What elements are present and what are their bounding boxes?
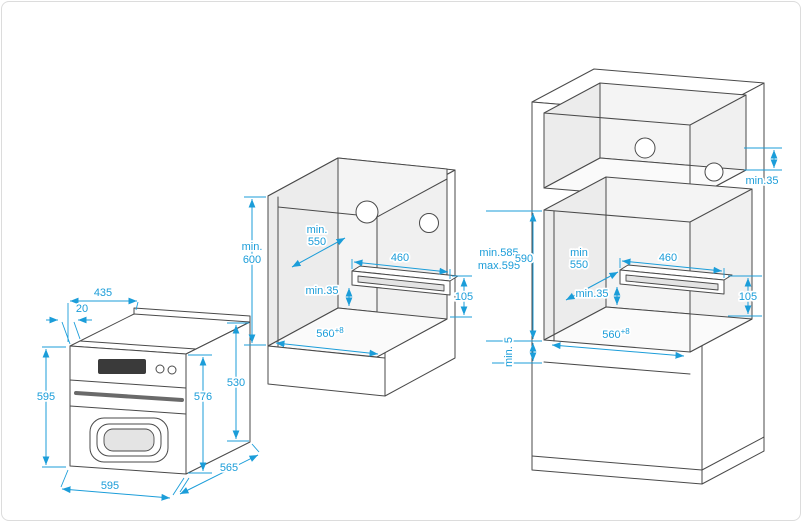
dim-tall-niche-depth-l2: 550 [570, 259, 588, 271]
oven-drawing: 435 20 595 576 530 595 56 [35, 285, 260, 501]
tall-cabinet-dimensions: min.35 min.585 max.595 590 min 550 min.3… [476, 147, 782, 369]
oven-door-handle [74, 391, 184, 402]
dim-oven-height: 595 [37, 391, 55, 403]
vent-hole-icon [704, 162, 724, 182]
dim-oven-depth: 565 [220, 462, 238, 474]
dim-oven-rear-height: 530 [227, 377, 245, 389]
dim-niche-depth-l2: 550 [308, 236, 326, 248]
dim-tall-niche-height: 590 [515, 253, 533, 265]
dim-tall-niche-height-max: max.595 [478, 260, 520, 272]
vent-hole-icon [634, 137, 656, 159]
dim-oven-top-depth: 435 [94, 287, 112, 299]
dim-niche-height-l1: min. [242, 241, 263, 253]
dim-top-clearance: min.35 [745, 175, 778, 187]
dim-oven-front-height: 576 [194, 391, 212, 403]
vent-hole-icon [419, 213, 439, 233]
dim-bottom-gap: min. 5 [503, 337, 515, 367]
dim-tall-vent-width: 460 [659, 252, 677, 264]
dim-vent-height: 105 [455, 291, 473, 303]
dim-niche-height-l2: 600 [243, 254, 261, 266]
dim-tall-vent-height: 105 [739, 291, 757, 303]
oven-door-seam [69, 405, 187, 415]
dim-niche-depth-l1: min. [307, 224, 328, 236]
tall-cabinet-drawing: min.35 min.585 max.595 590 min 550 min.3… [476, 68, 782, 485]
base-board-seam [543, 361, 691, 375]
oven-knob-icon [167, 365, 177, 375]
oven-door-glass [103, 428, 155, 452]
oven-knob-icon [155, 364, 165, 374]
built-under-dimensions: min. 600 min. 550 min.35 460 105 560+8 [240, 196, 475, 357]
dim-oven-width: 595 [101, 480, 119, 492]
plinth-seam-side [701, 436, 765, 471]
vent-hole-icon [355, 200, 379, 224]
oven-display [98, 359, 146, 374]
oven-top-seam [79, 340, 197, 350]
dim-tall-niche-height-min: min.585 [479, 247, 518, 259]
oven-control-panel-edge [69, 379, 187, 389]
dim-vent-gap: min.35 [305, 285, 338, 297]
dim-tall-niche-width: 560+8 [602, 327, 630, 341]
dim-tall-niche-depth-l1: min [570, 247, 588, 259]
dim-vent-width: 460 [391, 252, 409, 264]
dim-niche-width: 560+8 [316, 326, 344, 340]
dim-tall-vent-gap: min.35 [575, 288, 608, 300]
built-under-cabinet-drawing: min. 600 min. 550 min.35 460 105 560+8 [240, 157, 475, 397]
oven-dimensions: 435 20 595 576 530 595 56 [35, 285, 260, 501]
dim-oven-top-inset: 20 [76, 303, 88, 315]
plinth-seam-front [531, 455, 703, 471]
